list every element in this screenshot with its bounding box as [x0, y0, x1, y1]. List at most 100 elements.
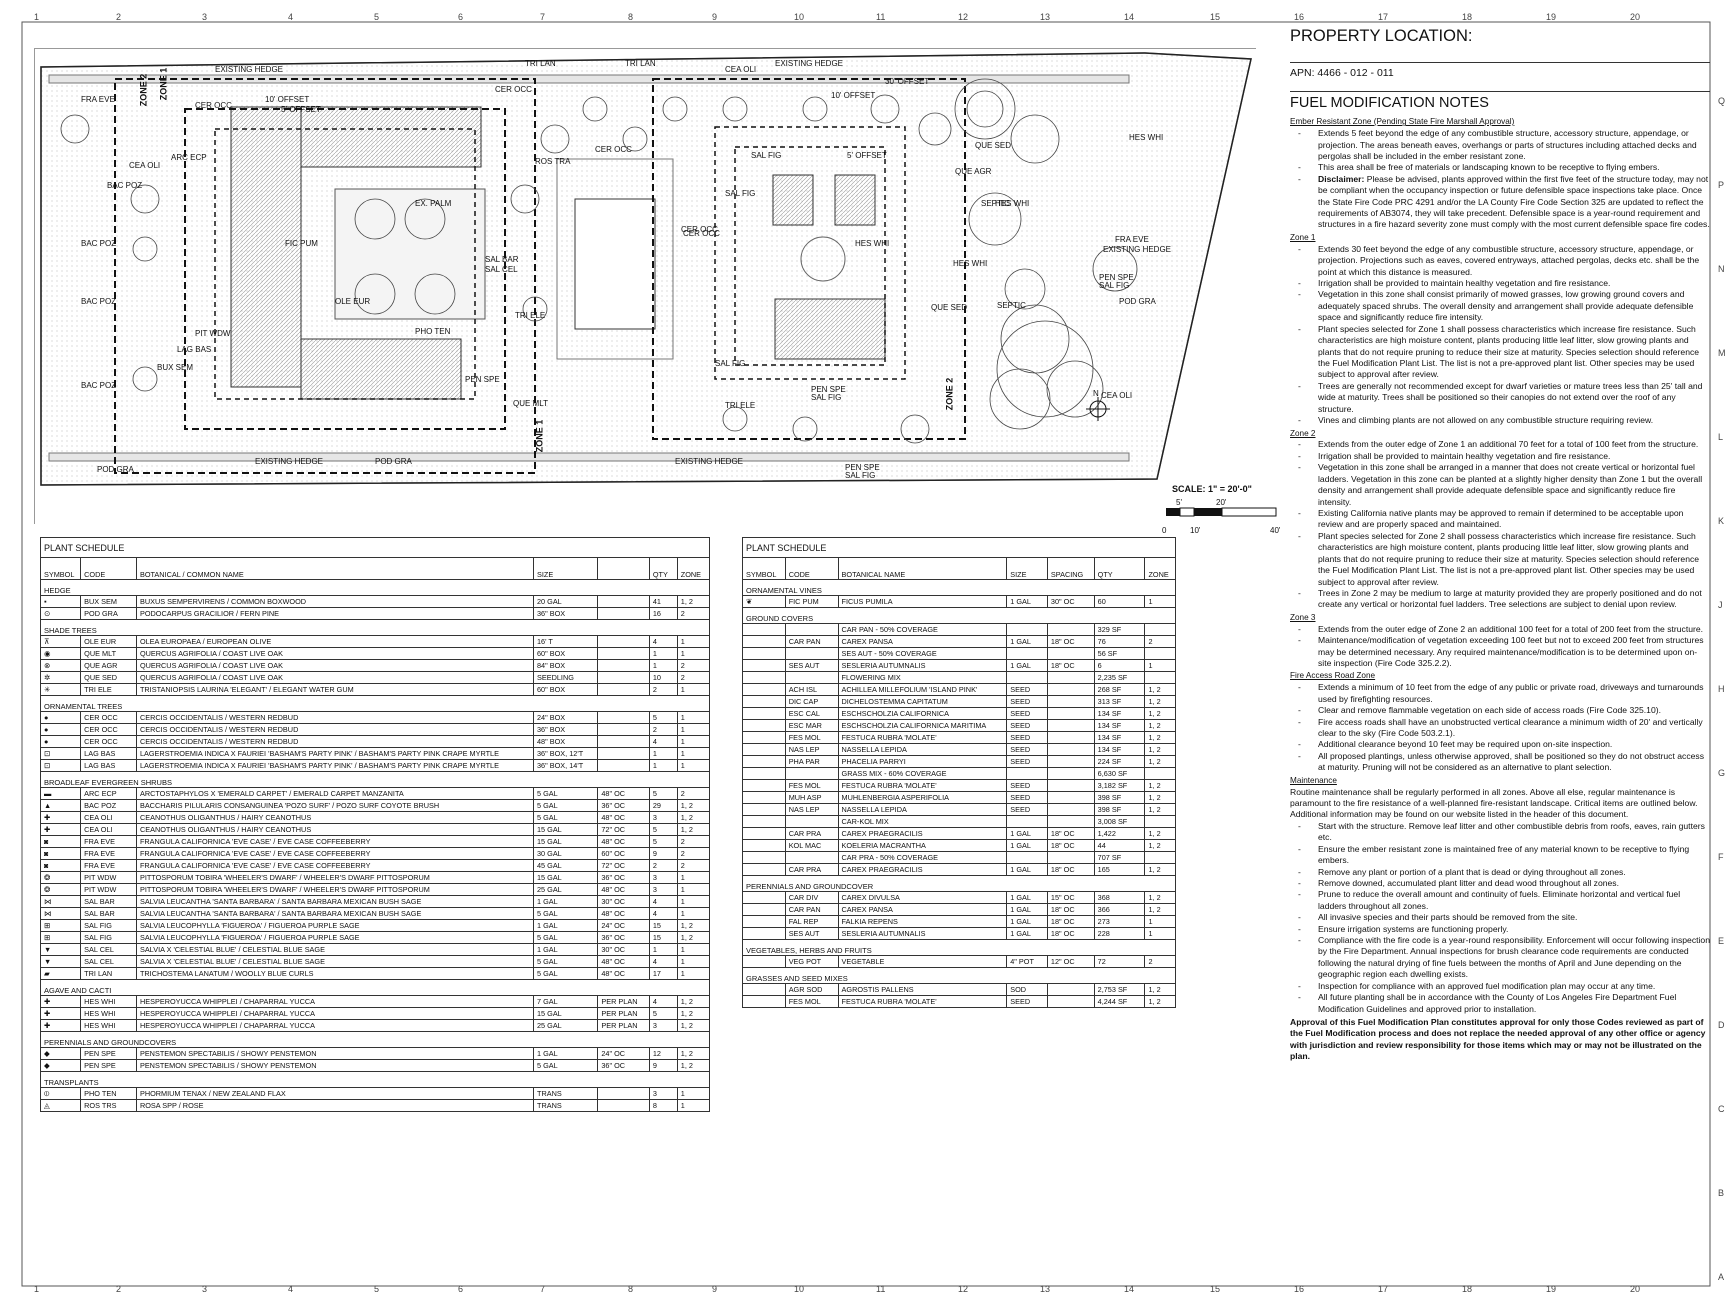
grid-number: 13 [1040, 1284, 1051, 1294]
plan-label: QUE AGR [955, 167, 992, 176]
cell-code: FAL REP [784, 915, 839, 928]
cell-size: 1 GAL [1006, 827, 1048, 840]
cell-qty: 3 [648, 1019, 678, 1032]
cell-zone: 2 [676, 835, 711, 848]
cell-sym [742, 851, 786, 864]
cell-qty: 12 [648, 1047, 678, 1060]
cell-qty: 76 [1093, 635, 1146, 648]
grid-number: 8 [628, 12, 634, 22]
cell-zone: 1, 2 [1144, 719, 1176, 732]
cell-spacing [597, 635, 650, 648]
cell-qty: 9 [648, 1059, 678, 1072]
plan-label: LAG BAS [177, 345, 212, 354]
note-item: Trees are generally not recommended exce… [1290, 381, 1710, 415]
cell-spacing: 72" OC [597, 823, 650, 836]
cell-spacing [1046, 743, 1095, 756]
cell-size: SEED [1006, 755, 1048, 768]
cell-spacing [1046, 671, 1095, 684]
cell-sym [742, 995, 786, 1008]
cell-sym [742, 791, 786, 804]
note-item: Plant species selected for Zone 2 shall … [1290, 531, 1710, 588]
plan-label: 5' OFFSET [281, 105, 321, 114]
cell-code: FRA EVE [80, 835, 137, 848]
cell-code: FRA EVE [80, 859, 137, 872]
grid-letter: M [1718, 348, 1726, 358]
property-location-title: PROPERTY LOCATION: [1290, 27, 1473, 45]
cell-sym: ⋈ [39, 895, 82, 908]
plan-label: SAL FIG [715, 359, 746, 368]
cell-sym [742, 755, 786, 768]
disclaimer-text: Please be advised, plants approved withi… [1318, 173, 1710, 230]
cell-qty: 5 [648, 711, 678, 724]
cell-name: FRANGULA CALIFORNICA 'EVE CASE' / EVE CA… [135, 847, 535, 860]
cell-sym [742, 983, 786, 996]
cell-size: TRANS [532, 1099, 599, 1112]
plan-label: HES WHI [855, 239, 890, 248]
cell-size: SEED [1006, 779, 1048, 792]
grid-letter: N [1718, 264, 1725, 274]
note-item: Compliance with the fire code is a year-… [1290, 935, 1710, 981]
grid-number: 13 [1040, 12, 1051, 22]
cell-size: 5 GAL [532, 799, 599, 812]
cell-qty: 1,422 [1093, 827, 1146, 840]
grid-number: 3 [202, 12, 208, 22]
cell-code: LAG BAS [80, 759, 137, 772]
cell-sym [742, 659, 786, 672]
cell-qty: 2 [648, 859, 678, 872]
column-header: QTY [1093, 557, 1146, 580]
grid-number: 17 [1378, 1284, 1389, 1294]
grid-number: 8 [628, 1284, 634, 1294]
column-header: BOTANICAL NAME [837, 557, 1008, 580]
cell-code: CEA OLI [80, 823, 137, 836]
cell-qty: 1 [648, 747, 678, 760]
cell-code [784, 671, 839, 684]
cell-zone: 1, 2 [1144, 803, 1176, 816]
plan-label: EXISTING HEDGE [775, 59, 844, 68]
cell-code: HES WHI [80, 995, 137, 1008]
cell-name: LAGERSTROEMIA INDICA X FAURIEI 'BASHAM'S… [135, 747, 535, 760]
cell-size: SEED [1006, 719, 1048, 732]
cell-spacing [1046, 707, 1095, 720]
cell-code: CAR PAN [784, 903, 839, 916]
cell-size: 5 GAL [532, 787, 599, 800]
note-item: Inspection for compliance with an approv… [1290, 981, 1710, 993]
cell-zone: 1 [676, 647, 711, 660]
cell-sym [742, 767, 786, 780]
cell-qty: 6,630 SF [1093, 767, 1146, 780]
cell-spacing [597, 723, 650, 736]
grid-number: 11 [876, 1284, 886, 1294]
column-header: CODE [784, 557, 839, 580]
cell-spacing: 48" OC [597, 883, 650, 896]
plan-label: SAL FIG [811, 393, 842, 402]
cell-name: CAREX PANSA [837, 903, 1008, 916]
cell-qty: 4 [648, 907, 678, 920]
grid-number: 2 [116, 1284, 122, 1294]
note-item: Additional clearance beyond 10 feet may … [1290, 739, 1710, 751]
cell-qty: 16 [648, 607, 678, 620]
cell-code: ESC MAR [784, 719, 839, 732]
group-heading: GROUND COVERS [742, 607, 1176, 624]
cell-name: ROSA SPP / ROSE [135, 1099, 535, 1112]
column-header: SYMBOL [39, 557, 82, 580]
cell-zone: 1 [676, 747, 711, 760]
cell-zone: 1, 2 [676, 1007, 711, 1020]
cell-spacing: 48" OC [597, 811, 650, 824]
cell-size: 1 GAL [532, 1047, 599, 1060]
note-item: Maintenance/modification of vegetation e… [1290, 635, 1710, 669]
plan-label: FRA EVE [1115, 235, 1149, 244]
cell-zone: 1, 2 [1144, 791, 1176, 804]
cell-code: PIT WDW [80, 883, 137, 896]
note-item: Trees in Zone 2 may be medium to large a… [1290, 588, 1710, 611]
note-item: Vines and climbing plants are not allowe… [1290, 415, 1710, 427]
cell-zone: 1, 2 [1144, 743, 1176, 756]
cell-zone: 1, 2 [676, 995, 711, 1008]
